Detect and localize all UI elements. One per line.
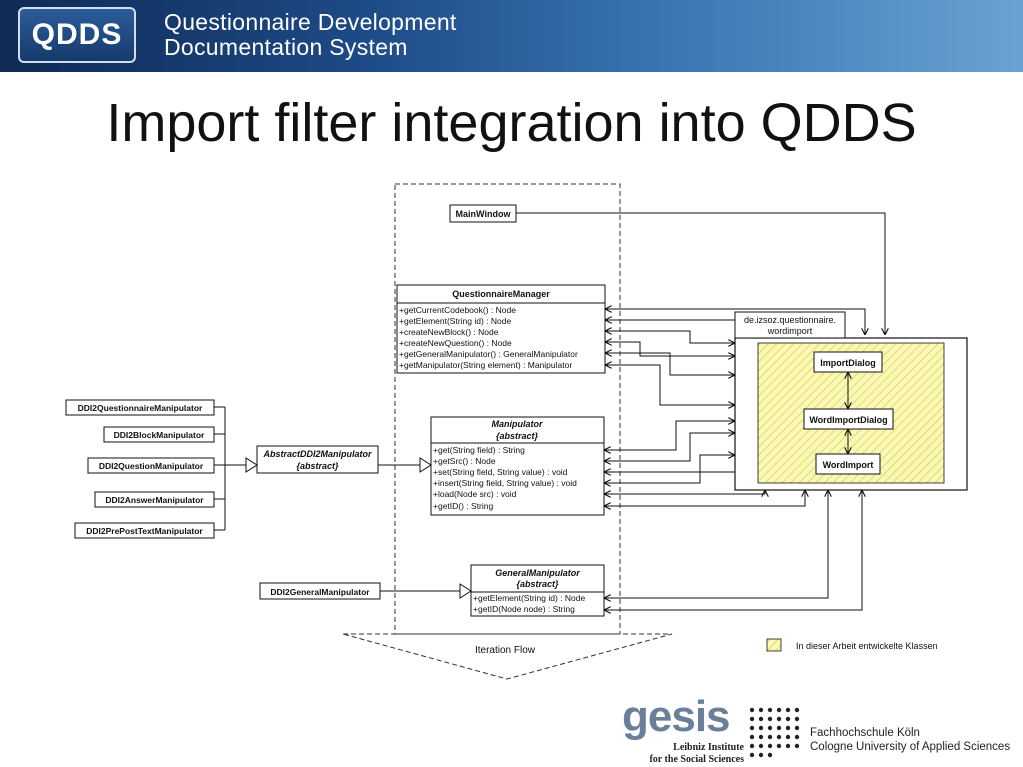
- manipulator-name: Manipulator: [492, 419, 543, 429]
- gesis-subtitle-2: for the Social Sciences: [649, 754, 744, 765]
- qm-method: +createNewQuestion() : Node: [399, 338, 512, 348]
- manipulator-stereotype: {abstract}: [496, 431, 539, 441]
- qdds-logo: QDDS: [18, 7, 136, 63]
- header-banner: QDDS Questionnaire Development Documenta…: [0, 0, 1023, 72]
- gesis-wordmark: gesis: [622, 692, 731, 741]
- ddi2-class-label: DDI2QuestionnaireManipulator: [78, 403, 203, 413]
- import-dialog-label: ImportDialog: [820, 358, 876, 368]
- main-window-label: MainWindow: [456, 209, 512, 219]
- package-name-line2: wordimport: [767, 326, 813, 336]
- qm-method: +getGeneralManipulator() : GeneralManipu…: [399, 349, 578, 359]
- word-import-label: WordImport: [823, 460, 874, 470]
- header-title-line1: Questionnaire Development: [164, 9, 457, 35]
- qm-connectors: [605, 309, 865, 405]
- manipulator-method: +insert(String field, String value) : vo…: [433, 478, 577, 488]
- package-name-line1: de.izsoz.questionnaire.: [744, 315, 836, 325]
- ddi2-class-label: DDI2PrePostTextManipulator: [86, 526, 203, 536]
- general-manipulator-box: [470, 564, 605, 617]
- abstract-ddi2-stereotype: {abstract}: [296, 461, 339, 471]
- legend-swatch: [766, 638, 782, 652]
- main-window-link: [516, 212, 885, 335]
- gm-name: GeneralManipulator: [495, 568, 580, 578]
- manipulator-method: +load(Node src) : void: [433, 489, 517, 499]
- manipulator-method: +get(String field) : String: [433, 445, 525, 455]
- ddi2-class-label: DDI2BlockManipulator: [114, 430, 205, 440]
- abstract-ddi2-box: [256, 445, 379, 474]
- gm-method: +getID(Node node) : String: [473, 604, 575, 614]
- manipulator-method: +getID() : String: [433, 501, 494, 511]
- qm-method: +createNewBlock() : Node: [399, 327, 499, 337]
- qm-method: +getManipulator(String element) : Manipu…: [399, 360, 572, 370]
- fh-name-en: Cologne University of Applied Sciences: [810, 741, 1011, 753]
- manipulator-method: +set(String field, String value) : void: [433, 467, 568, 477]
- qm-method: +getElement(String id) : Node: [399, 316, 511, 326]
- gesis-logo: gesis Leibniz Institute for the Social S…: [622, 692, 772, 765]
- word-import-dialog-label: WordImportDialog: [809, 415, 887, 425]
- qm-method: +getCurrentCodebook() : Node: [399, 305, 516, 315]
- ddi2-classes: DDI2QuestionnaireManipulator DDI2BlockMa…: [65, 399, 215, 539]
- inheritance-triangle: [459, 583, 472, 599]
- legend-label: In dieser Arbeit entwickelte Klassen: [796, 641, 938, 651]
- iteration-flow-arrow: [342, 633, 673, 680]
- ddi2-class-label: DDI2QuestionManipulator: [99, 461, 204, 471]
- fh-name-de: Fachhochschule Köln: [810, 727, 920, 739]
- qm-name: QuestionnaireManager: [452, 289, 550, 299]
- gm-method: +getElement(String id) : Node: [473, 593, 585, 603]
- slide-title: Import filter integration into QDDS: [106, 93, 917, 153]
- header-title-line2: Documentation System: [164, 34, 408, 60]
- gm-stereotype: {abstract}: [516, 579, 559, 589]
- inheritance-triangle: [419, 457, 432, 473]
- ddi2-inheritance-lines: [214, 406, 246, 531]
- manipulator-method: +getSrc() : Node: [433, 456, 496, 466]
- questionnaire-manager-box: [396, 284, 606, 374]
- inheritance-triangle: [245, 457, 258, 473]
- ddi2-general-label: DDI2GeneralManipulator: [270, 587, 370, 597]
- manipulator-box: [430, 416, 605, 516]
- gm-connectors: [604, 490, 862, 610]
- fh-dots-logo: [749, 707, 800, 758]
- qdds-logo-text: QDDS: [31, 18, 123, 51]
- gesis-subtitle-1: Leibniz Institute: [673, 742, 744, 753]
- iteration-flow-label: Iteration Flow: [475, 645, 536, 656]
- abstract-ddi2-name: AbstractDDI2Manipulator: [262, 449, 372, 459]
- ddi2-class-label: DDI2AnswerManipulator: [105, 495, 204, 505]
